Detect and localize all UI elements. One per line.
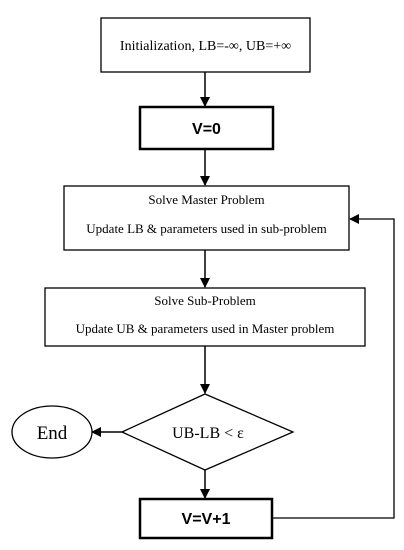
increment-label: V=V+1 <box>182 511 231 528</box>
increment-box: V=V+1 <box>138 497 274 540</box>
sub-problem-detail: Update UB & parameters used in Master pr… <box>76 321 335 336</box>
master-problem-box: Solve Master Problem Update LB & paramet… <box>63 185 350 251</box>
initialization-box: Initialization, LB=-∞, UB=+∞ <box>100 17 311 73</box>
decision-label: UB-LB < ε <box>172 425 244 442</box>
master-problem-detail: Update LB & parameters used in sub-probl… <box>86 221 326 236</box>
v-zero-label: V=0 <box>192 121 221 138</box>
sub-problem-title: Solve Sub-Problem <box>154 293 255 308</box>
sub-problem-box: Solve Sub-Problem Update UB & parameters… <box>44 287 366 347</box>
decision-diamond: UB-LB < ε <box>120 393 295 471</box>
end-label: End <box>37 423 68 444</box>
v-zero-box: V=0 <box>138 105 275 151</box>
master-problem-title: Solve Master Problem <box>148 192 264 207</box>
end-terminal: End <box>11 405 93 459</box>
initialization-label: Initialization, LB=-∞, UB=+∞ <box>120 39 291 54</box>
loop-back-arrow <box>272 214 395 519</box>
